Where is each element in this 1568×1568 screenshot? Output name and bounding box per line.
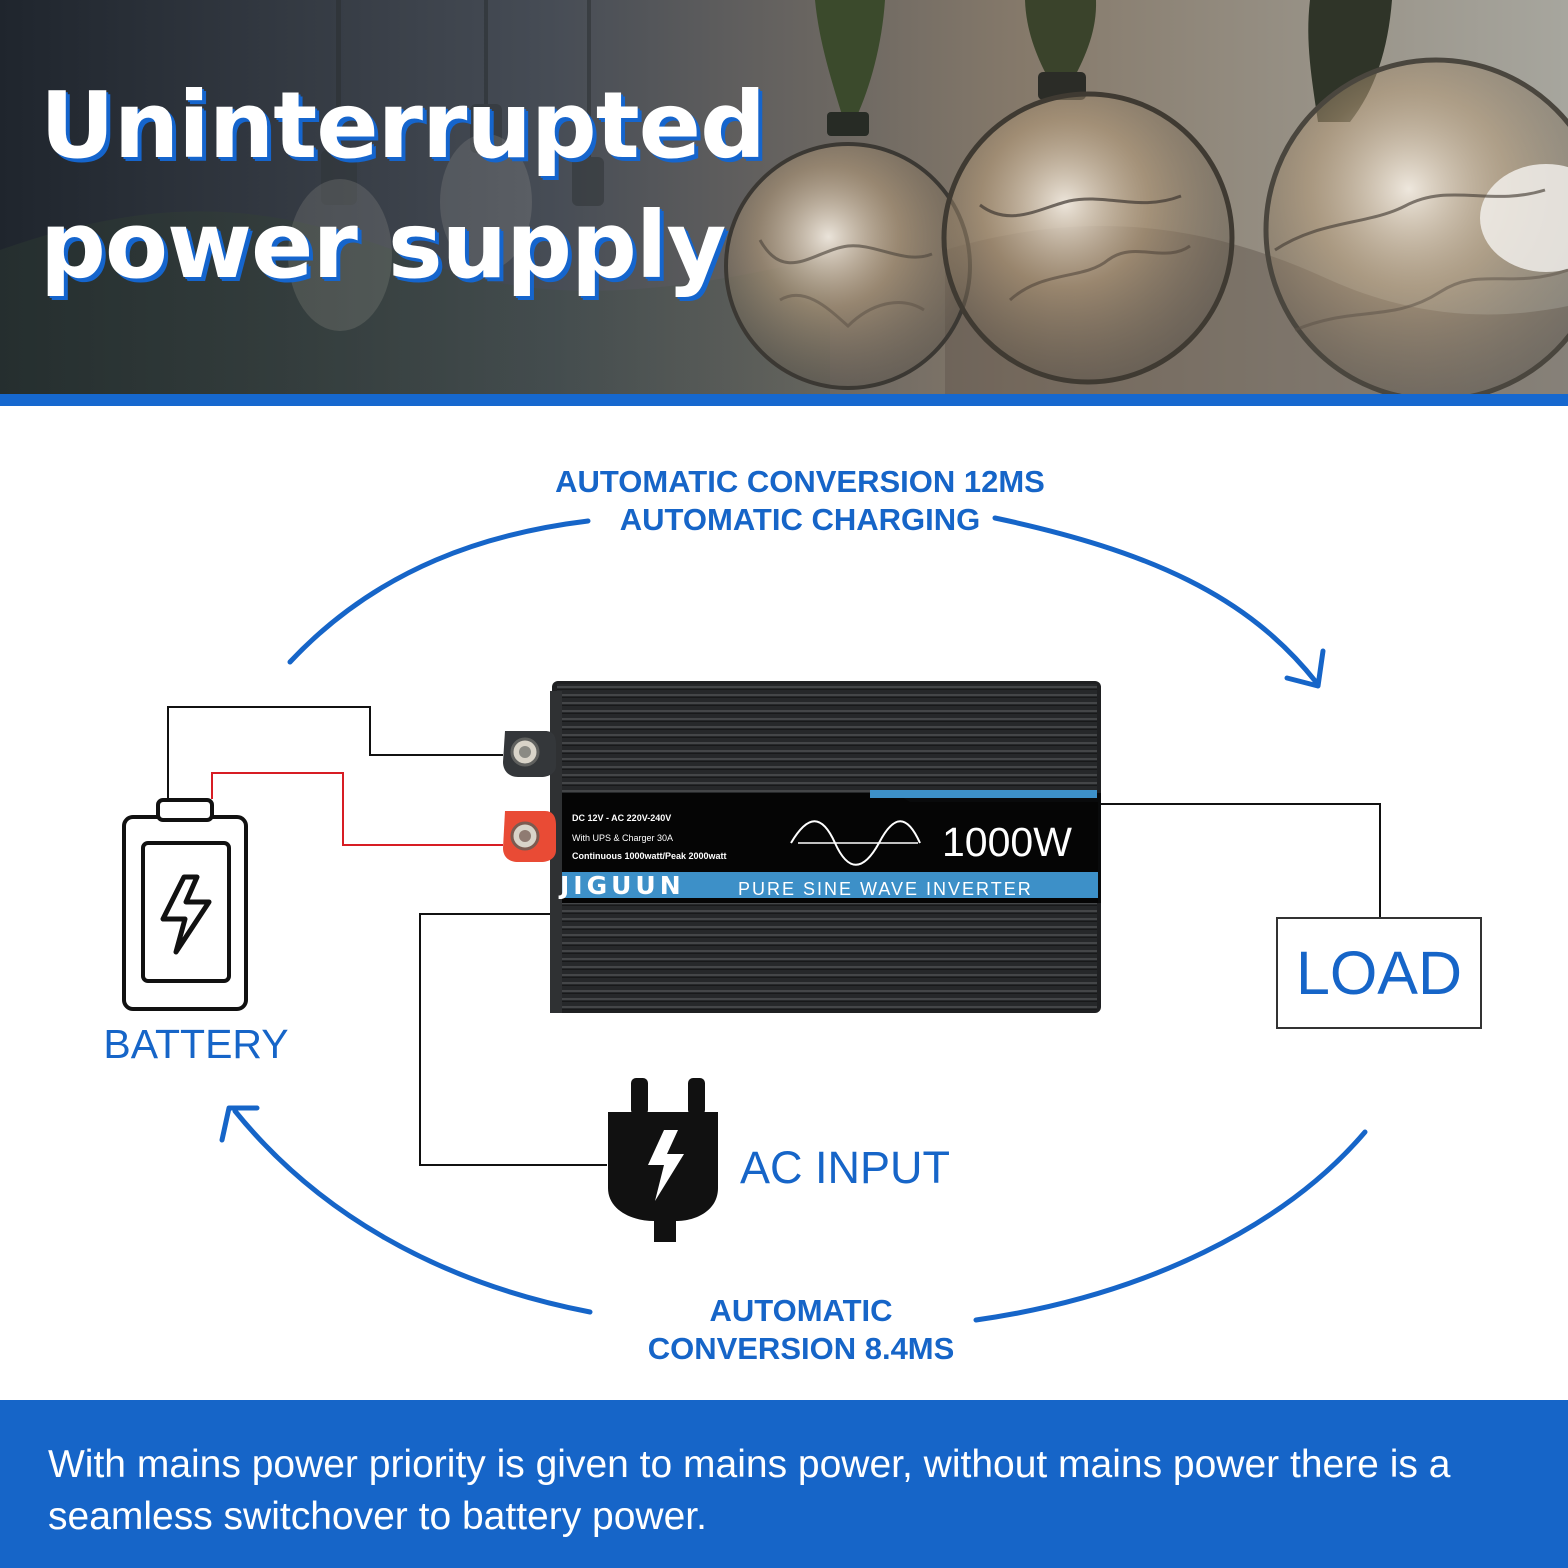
top-flow-arrowhead xyxy=(1284,648,1326,689)
foreground-bulbs xyxy=(724,0,1568,394)
hanging-bulbs-photo-background xyxy=(0,0,1568,394)
inverter-product xyxy=(503,681,1101,1013)
ac-input-label: AC INPUT xyxy=(739,1142,950,1193)
load-box: LOAD xyxy=(1276,917,1482,1029)
battery-label: BATTERY xyxy=(103,1021,289,1067)
ac-input-wire xyxy=(419,913,607,1166)
battery-positive-wire xyxy=(211,772,503,846)
inverter-brand: JIGUUN xyxy=(560,871,685,900)
positive-terminal xyxy=(503,811,556,862)
hero-banner: Uninterrupted power supply xyxy=(0,0,1568,394)
inverter-product-name: PURE SINE WAVE INVERTER xyxy=(738,879,1033,899)
dark-foliage-shape xyxy=(0,211,830,394)
bottom-flow-arrow xyxy=(232,1108,1368,1323)
blue-divider xyxy=(0,394,1568,406)
battery-negative-wire xyxy=(167,706,503,799)
battery-charging-icon xyxy=(122,798,248,1011)
inverter-power-rating: 1000W xyxy=(942,819,1072,865)
inverter-spec-power: Continuous 1000watt/Peak 2000watt xyxy=(572,851,727,861)
negative-terminal xyxy=(503,731,556,777)
wiring xyxy=(167,706,1381,1166)
hero-title: Uninterrupted power supply xyxy=(40,72,766,299)
top-flow-arrow xyxy=(287,515,1319,685)
flow-diagram-graphics xyxy=(122,515,1381,1323)
bottom-flow-arrowhead xyxy=(219,1105,260,1143)
ups-flow-diagram: AUTOMATIC CONVERSION 12MS AUTOMATIC CHAR… xyxy=(0,406,1568,1400)
top-flow-caption: AUTOMATIC CONVERSION 12MS AUTOMATIC CHAR… xyxy=(555,464,1045,537)
background-hanging-lamps xyxy=(288,0,604,331)
footer-text: With mains power priority is given to ma… xyxy=(48,1443,1451,1538)
inverter-spec-ups: With UPS & Charger 30A xyxy=(572,833,674,843)
ac-plug-icon xyxy=(608,1078,718,1242)
flow-arrows xyxy=(219,515,1368,1323)
bottom-flow-caption: AUTOMATIC CONVERSION 8.4MS xyxy=(647,1293,955,1366)
inverter-spec-voltage: DC 12V - AC 220V-240V xyxy=(572,813,672,823)
load-wire xyxy=(1097,803,1381,917)
footer-description: With mains power priority is given to ma… xyxy=(0,1400,1568,1568)
load-label: LOAD xyxy=(1295,939,1463,1007)
